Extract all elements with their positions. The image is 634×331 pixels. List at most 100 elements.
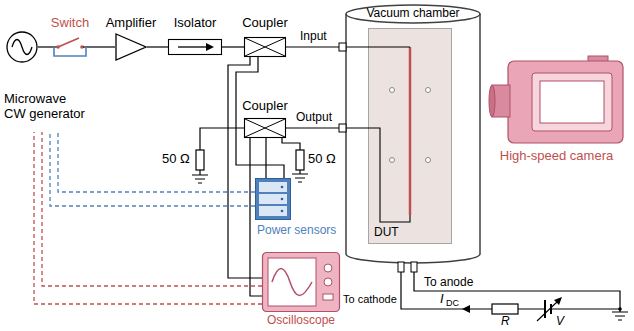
camera-drawing-part <box>532 73 612 131</box>
node-label: Power sensors <box>257 224 336 238</box>
node-label: Coupler <box>240 16 290 31</box>
connector <box>38 46 50 47</box>
junction-dot <box>618 307 622 311</box>
oscilloscope-symbol-part <box>324 278 332 286</box>
port-label: Output <box>296 111 332 124</box>
port-label: Input <box>300 30 327 43</box>
generator-symbol-part <box>7 32 37 62</box>
dut-board-drawing-part <box>369 29 452 244</box>
isolator: Isolator <box>168 16 222 55</box>
dut-board-drawing-part <box>426 158 431 163</box>
node-label: DUT <box>374 226 399 240</box>
power-sensor-symbol-part <box>259 194 287 204</box>
signal-generator: Microwave CW generator <box>4 30 94 122</box>
component-symbol: V <box>556 315 564 328</box>
ground-symbol <box>612 312 628 320</box>
connector <box>228 57 262 278</box>
chamber-cylinder-part <box>339 43 346 51</box>
node-label: Microwave CW generator <box>4 92 88 122</box>
coupler-symbol <box>244 118 286 138</box>
component-symbol: R <box>501 315 510 328</box>
amplifier-symbol-part <box>116 34 146 60</box>
oscilloscope-symbol-part <box>323 294 333 300</box>
oscilloscope-symbol-part <box>268 258 316 306</box>
camera-drawing-part <box>508 61 623 143</box>
switch-symbol <box>50 35 90 59</box>
connector <box>286 46 368 47</box>
variable-arrowhead <box>554 297 562 305</box>
dut-board-drawing-part <box>390 158 395 163</box>
terminal-label: To cathode <box>343 293 397 305</box>
power-sensor-symbol-part <box>256 179 291 220</box>
isolator-symbol-part <box>206 43 214 51</box>
generator-symbol-part <box>12 40 32 55</box>
resistor-symbol <box>296 150 304 170</box>
connector <box>147 46 168 47</box>
dut-board: DUT <box>368 28 452 244</box>
node-label: Amplifier <box>104 16 158 31</box>
oscilloscope-symbol <box>262 252 340 312</box>
power-sensor-symbol-part <box>281 198 284 201</box>
connector <box>236 57 284 178</box>
coupler-symbol-part <box>245 119 285 137</box>
dut-board-drawing-part <box>426 88 431 93</box>
oscilloscope-symbol-part <box>263 253 340 312</box>
camera-drawing <box>488 55 625 145</box>
amplifier: Amplifier <box>104 16 158 61</box>
coupler-symbol <box>244 37 286 57</box>
camera: High-speed camera <box>488 55 625 167</box>
power-sensors: Power sensors <box>255 178 345 240</box>
node-label: High-speed camera <box>488 149 625 164</box>
node-label: Coupler <box>240 99 290 114</box>
switch: Switch <box>48 16 92 60</box>
node-label: Oscilloscope <box>262 314 340 328</box>
termination-wire <box>200 128 244 175</box>
oscilloscope-symbol-part <box>324 264 332 272</box>
camera-drawing-part <box>540 81 604 123</box>
current-symbol: I <box>440 292 444 305</box>
switch-symbol-part <box>54 47 86 56</box>
dut-board-drawing-part <box>368 46 410 47</box>
ground-symbol <box>192 175 208 183</box>
current-arrow <box>462 305 470 313</box>
power-sensor-symbol-part <box>259 206 287 216</box>
generator-symbol <box>6 31 38 63</box>
sensor-signal-line <box>50 132 255 206</box>
dut-board-drawing-part <box>368 128 410 222</box>
power-sensor-symbol-part <box>281 210 284 213</box>
dut-board-drawing-part <box>390 88 395 93</box>
power-sensor-symbol-part <box>281 186 284 189</box>
dut-board-drawing-part <box>409 47 412 215</box>
ground-symbol <box>292 174 308 182</box>
resistor-symbol <box>492 304 518 314</box>
power-sensor-symbol-part <box>259 182 287 192</box>
node-label: Isolator <box>168 16 222 31</box>
chamber-cylinder-part <box>398 262 404 272</box>
chamber-cylinder-part <box>346 5 480 23</box>
coupler: Coupler <box>240 16 290 57</box>
coupler-symbol-part <box>245 119 286 138</box>
chamber-cylinder-part <box>346 14 480 263</box>
coupler-symbol-part <box>245 38 285 56</box>
connector <box>286 127 368 128</box>
oscilloscope: Oscilloscope <box>262 252 340 328</box>
isolator-symbol-part <box>169 40 222 55</box>
chamber-cylinder-part <box>411 262 417 272</box>
resistance-value: 50 Ω <box>308 152 336 166</box>
dut-board-drawing <box>368 28 452 244</box>
connector <box>222 46 244 47</box>
oscilloscope-symbol-part <box>272 269 312 296</box>
variable-arrow <box>537 301 558 321</box>
camera-drawing-part <box>489 85 495 117</box>
coupler-symbol-part <box>245 38 286 57</box>
amplifier-symbol <box>115 33 147 61</box>
node-label: Vacuum chamber <box>345 7 481 21</box>
node-label: Switch <box>48 16 92 31</box>
isolator-symbol-part <box>178 46 208 47</box>
terminal-label: To anode <box>424 276 473 289</box>
coupler: Coupler <box>240 99 290 138</box>
vacuum-chamber: Vacuum chamberDUT <box>345 4 481 274</box>
connector <box>90 46 115 47</box>
resistor-symbol <box>196 150 204 170</box>
